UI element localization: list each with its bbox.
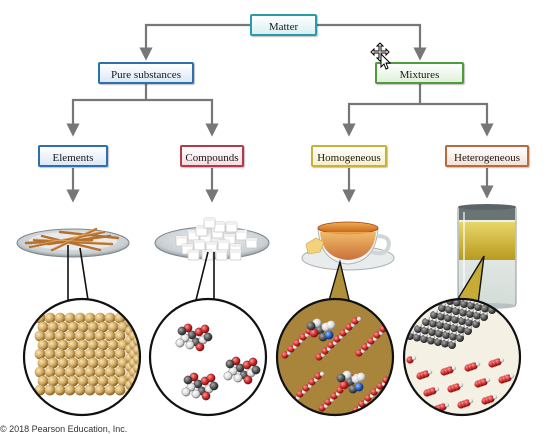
arrow-mixtures-to-homogeneous [342,102,420,137]
connector-arrows [66,23,494,203]
node-heterogeneous: Heterogeneous [445,145,529,167]
node-mixtures: Mixtures [375,62,464,84]
zoom-circle-homogeneous [275,297,395,417]
node-matter: Matter [250,14,317,36]
sugar-cubes-on-plate [154,217,270,261]
mouse-cursor-move-icon [370,42,391,70]
node-elements: Elements [38,145,108,167]
arrow-pure-to-compounds [146,98,219,137]
copyright-notice: © 2018 Pearson Education, Inc. [0,424,128,434]
zoom-circle-elements [22,297,142,417]
node-compounds: Compounds [180,145,244,167]
copper-rods-on-plate [16,227,130,258]
arrow-mixtures-to-heterogeneous [420,102,494,137]
cup-of-tea [301,221,395,271]
arrow-matter-to-mixtures [317,23,427,61]
arrow-pure-to-elements [66,98,146,137]
zoom-circle-compounds [148,297,268,417]
zoom-circle-heterogeneous [402,297,522,417]
node-pure-substances: Pure substances [98,62,194,84]
arrow-matter-to-pure [139,23,250,61]
node-homogeneous: Homogeneous [311,145,387,167]
